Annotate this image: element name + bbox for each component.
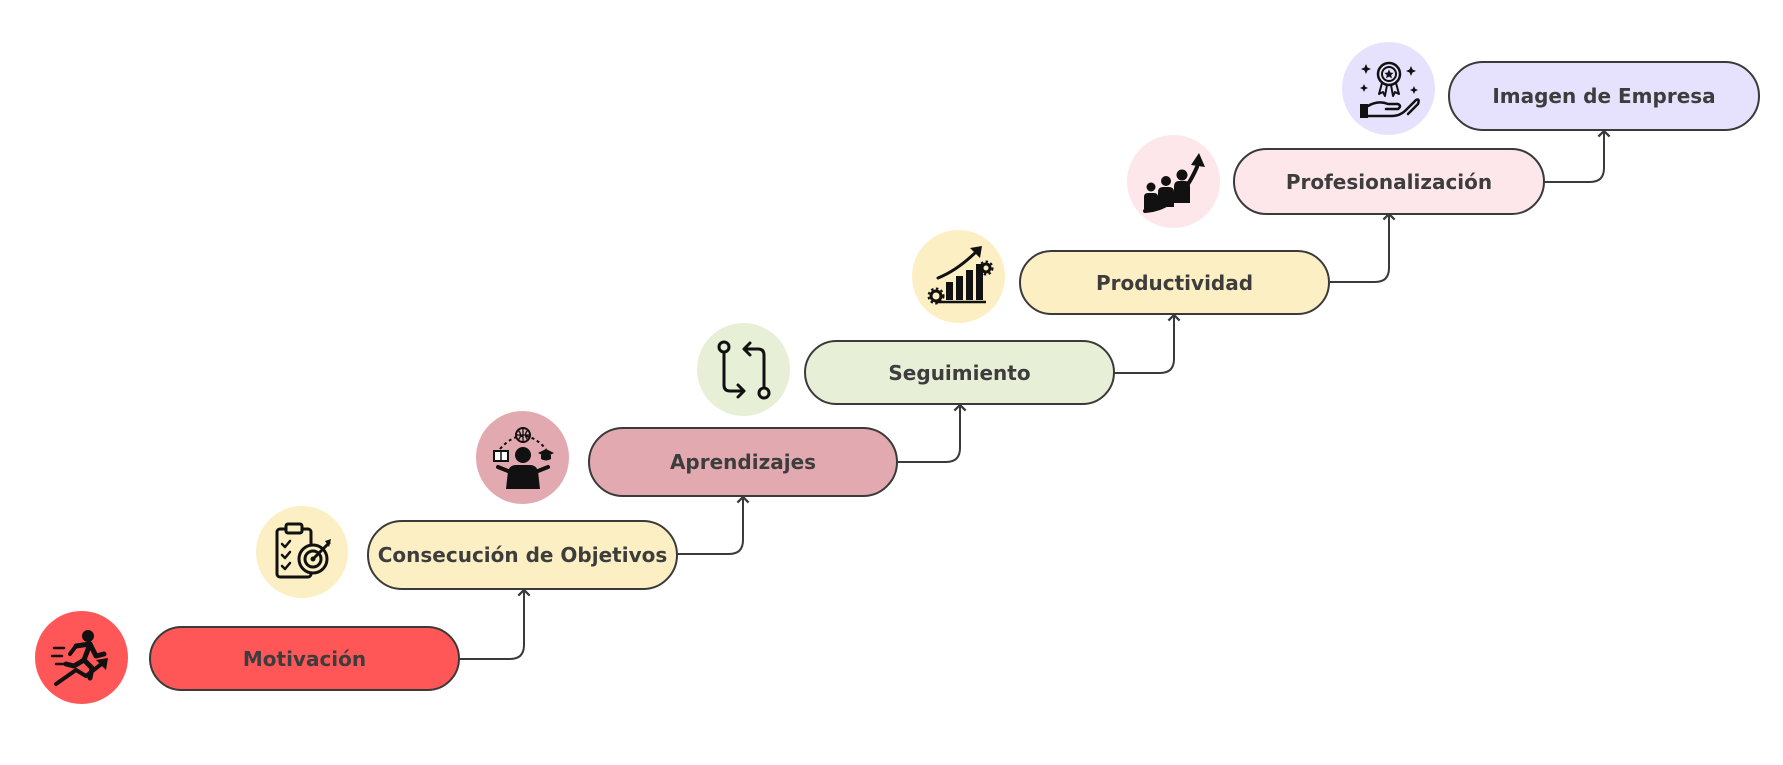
process-flow-icon bbox=[697, 323, 790, 416]
connector-6 bbox=[1544, 129, 1611, 183]
clipboard-target-icon bbox=[256, 506, 348, 598]
step-seguimiento: Seguimiento bbox=[804, 340, 1115, 405]
connector-4 bbox=[1114, 313, 1181, 374]
growth-chart-gears-icon bbox=[912, 230, 1005, 323]
step-profesionalizacion: Profesionalización bbox=[1233, 148, 1545, 215]
step-motivacion: Motivación bbox=[149, 626, 460, 691]
connector-1 bbox=[459, 588, 531, 660]
connector-2 bbox=[677, 495, 750, 555]
step-productividad: Productividad bbox=[1019, 250, 1330, 315]
step-aprendizajes: Aprendizajes bbox=[588, 427, 898, 497]
step-consecucion-de-objetivos: Consecución de Objetivos bbox=[367, 520, 678, 590]
running-man-arrow-icon bbox=[35, 611, 128, 704]
step-imagen-de-empresa: Imagen de Empresa bbox=[1448, 61, 1760, 131]
award-hand-icon bbox=[1342, 42, 1435, 135]
connector-3 bbox=[897, 403, 967, 463]
learner-globe-book-icon bbox=[476, 411, 569, 504]
team-growth-icon bbox=[1127, 135, 1220, 228]
connector-5 bbox=[1329, 212, 1396, 283]
